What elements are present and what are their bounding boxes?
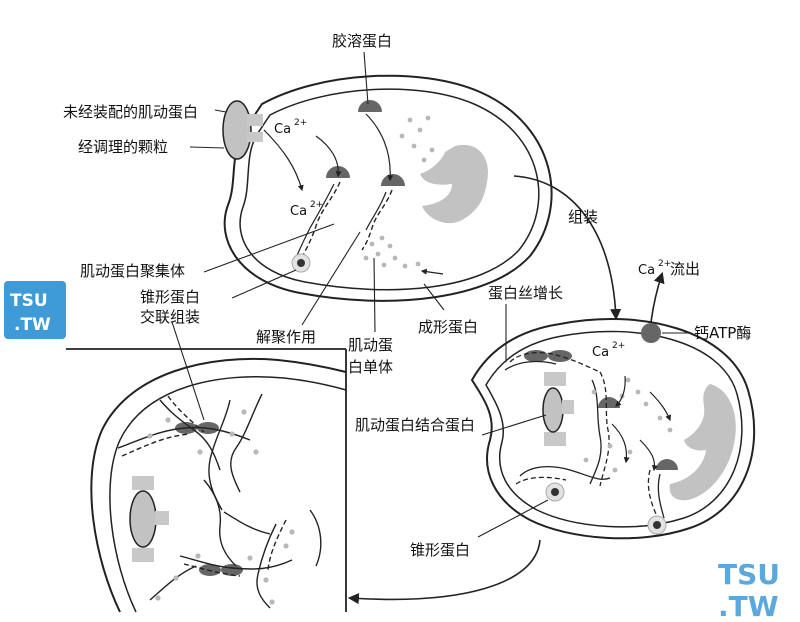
cone-protein-dot-1-core (551, 488, 559, 496)
actin-filament-top-1b (295, 183, 335, 259)
cell-top: Ca 2+ Ca 2+ (222, 74, 553, 302)
actin-filaments-right (504, 351, 665, 519)
membrane-anchor-right-2 (544, 432, 566, 446)
cell-top-outer-membrane (223, 74, 553, 302)
watermark-right: TSU .TW (718, 558, 780, 622)
gelsolin-cap-1 (358, 100, 382, 112)
label-ca-efflux-ion: Ca (638, 263, 655, 278)
zoom-granule (129, 490, 157, 548)
gelsolin-cap-right-1 (598, 397, 620, 408)
label-actin-aggregate: 肌动蛋白聚集体 (80, 262, 185, 280)
label-conditioned-granule: 经调理的颗粒 (78, 138, 168, 156)
zoom-panel (66, 348, 347, 613)
gelsolin-cap-right-2 (656, 459, 678, 470)
gelsolin-cap-3 (381, 174, 405, 186)
cell-right: Ca 2+ (470, 318, 756, 540)
cell-top-nucleus (420, 144, 489, 224)
ca-ion-charge-top-2: 2+ (310, 200, 323, 210)
monomer-dots-top (363, 115, 435, 269)
watermark-left: TSU .TW (4, 281, 66, 339)
ca-ion-charge-right: 2+ (612, 341, 625, 351)
cell-top-inner-membrane (239, 88, 540, 291)
cell-right-inner-membrane (485, 330, 743, 528)
monomer-dots-right (583, 377, 673, 473)
zoom-anchor-1 (132, 476, 154, 490)
label-ca-efflux-charge: 2+ (658, 259, 671, 269)
membrane-anchor-top-1 (247, 114, 263, 126)
label-depolymerization: 解聚作用 (256, 328, 316, 346)
zoom-cell-inner-membrane (109, 375, 347, 613)
actin-filament-top-2b (365, 191, 387, 231)
label-gelsolin: 胶溶蛋白 (332, 32, 392, 50)
membrane-anchor-right-1 (544, 372, 566, 386)
zoom-anchor-2 (132, 548, 154, 562)
flow-arrows-right (611, 375, 672, 472)
label-actin-monomer-2: 白单体 (348, 358, 393, 376)
assembly-arrow (513, 175, 622, 321)
ca-efflux-arrow (650, 271, 665, 323)
conditioned-granule-right (542, 387, 564, 433)
label-actin-monomer-1: 肌动蛋 (348, 336, 393, 354)
label-ca-efflux: 流出 (670, 260, 700, 278)
label-unassembled-actin: 未经装配的肌动蛋白 (63, 103, 198, 121)
calcium-atpase-pump (641, 323, 661, 343)
zoom-monomer-dots (147, 409, 295, 605)
label-cone-protein: 锥形蛋白 (410, 541, 470, 559)
watermark-right-line1: TSU (718, 558, 780, 591)
ca-ion-charge-top-1: 2+ (294, 118, 307, 128)
membrane-anchor-top-2 (247, 132, 263, 142)
cell-right-nucleus (669, 384, 736, 501)
actin-filament-top-1 (299, 181, 341, 263)
label-assembly: 组装 (568, 208, 598, 226)
label-actin-binding-protein: 肌动蛋白结合蛋白 (355, 416, 475, 434)
ca-ion-label-top-1: Ca (274, 122, 291, 137)
label-filament-growth: 蛋白丝增长 (488, 284, 563, 302)
zoom-cell-outer-membrane (90, 357, 347, 613)
watermark-left-line1: TSU (10, 291, 48, 311)
actin-filament-top-2 (361, 189, 393, 251)
label-calcium-atpase: 钙ATP酶 (694, 324, 751, 342)
zoom-filaments (117, 393, 322, 609)
conditioned-granule-top (222, 100, 252, 160)
actin-aggregate-top-core (297, 259, 305, 267)
label-cone-protein-crosslink-1: 锥形蛋白 (140, 288, 200, 306)
ca-ion-label-top-2: Ca (290, 204, 307, 219)
ca-ion-label-right: Ca (592, 345, 609, 360)
flow-arrows-top (263, 113, 444, 275)
watermark-left-line2: .TW (14, 315, 51, 335)
label-cone-protein-crosslink-2: 交联组装 (140, 308, 200, 326)
process-arrows (347, 175, 665, 605)
cell-right-outer-membrane (470, 318, 756, 540)
return-arrow (347, 539, 541, 605)
actin-binding-dimer-1 (524, 350, 548, 362)
zoom-anchor-3 (155, 511, 169, 525)
watermark-left-badge (4, 281, 66, 339)
label-profilin: 成形蛋白 (418, 318, 478, 336)
leader-lines (171, 51, 690, 538)
membrane-anchor-right-3 (562, 400, 574, 414)
watermark-right-line2: .TW (718, 590, 779, 622)
cone-protein-dot-2-core (653, 521, 661, 529)
